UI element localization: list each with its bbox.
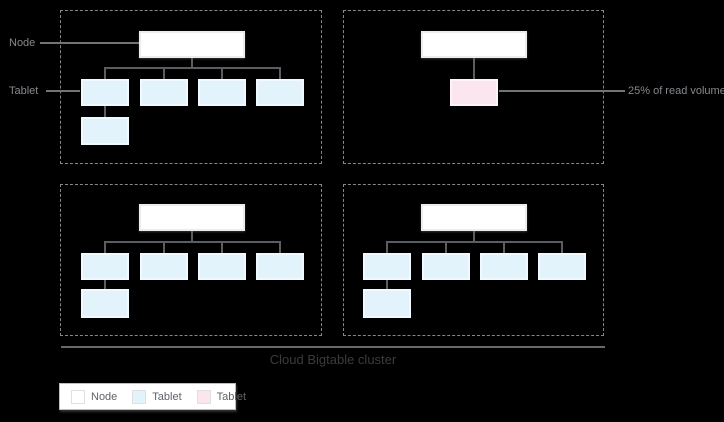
connector-line	[561, 241, 563, 253]
node-leader-line	[40, 42, 139, 44]
connector-line	[473, 58, 475, 79]
connector-line	[163, 67, 165, 79]
connector-line	[163, 241, 165, 253]
legend-label: Tablet	[152, 390, 182, 403]
node-box	[139, 204, 245, 231]
read-volume-leader-line	[499, 90, 625, 92]
node-pointer-label: Node	[9, 37, 36, 49]
connector-line	[386, 241, 388, 253]
tablet-box	[140, 79, 188, 106]
tablet-box	[538, 253, 586, 280]
tablet-box	[140, 253, 188, 280]
tablet-box	[256, 79, 304, 106]
connector-line	[473, 231, 475, 241]
node-group-4	[343, 184, 604, 336]
highlighted-tablet-swatch	[196, 389, 211, 404]
tablet-box	[81, 79, 129, 106]
tablet-box	[256, 253, 304, 280]
connector-line	[191, 231, 193, 241]
tablet-box	[422, 253, 470, 280]
node-group-1	[60, 10, 322, 164]
tablet-box	[81, 117, 129, 145]
connector-line	[104, 67, 106, 79]
node-box	[139, 31, 245, 58]
connector-line	[221, 241, 223, 253]
connector-line	[105, 67, 281, 69]
legend-item-node: Node	[71, 389, 118, 404]
node-group-3	[60, 184, 322, 336]
tablet-box	[81, 253, 129, 280]
legend: Node Tablet Tablet	[59, 383, 246, 410]
tablet-box	[198, 253, 246, 280]
tablet-box	[480, 253, 528, 280]
node-box	[421, 204, 527, 231]
legend-label: Node	[91, 390, 118, 403]
connector-line	[279, 67, 281, 79]
connector-line	[221, 67, 223, 79]
tablet-box	[363, 289, 411, 318]
connector-line	[104, 241, 106, 253]
tablet-swatch	[132, 389, 147, 404]
node-group-2	[343, 10, 604, 164]
connector-line	[191, 58, 193, 67]
cluster-bracket-line	[61, 346, 605, 348]
connector-line	[386, 280, 388, 290]
connector-line	[387, 241, 563, 243]
tablet-box	[363, 253, 411, 280]
tablet-box-highlighted	[450, 79, 498, 106]
legend-label: Tablet	[216, 390, 247, 403]
connector-line	[503, 241, 505, 253]
legend-item-tablet-highlighted: Tablet	[196, 389, 247, 404]
connector-line	[445, 241, 447, 253]
connector-line	[105, 241, 281, 243]
cluster-caption: Cloud Bigtable cluster	[269, 352, 397, 367]
connector-line	[279, 241, 281, 253]
connector-line	[104, 280, 106, 290]
node-box	[421, 31, 527, 58]
tablet-box	[81, 289, 129, 318]
tablet-pointer-label: Tablet	[9, 85, 39, 97]
node-swatch	[71, 389, 85, 404]
legend-item-tablet: Tablet	[132, 389, 182, 404]
connector-line	[104, 106, 106, 117]
tablet-leader-line	[46, 90, 80, 92]
read-volume-annotation: 25% of read volume	[628, 85, 724, 97]
tablet-box	[198, 79, 246, 106]
